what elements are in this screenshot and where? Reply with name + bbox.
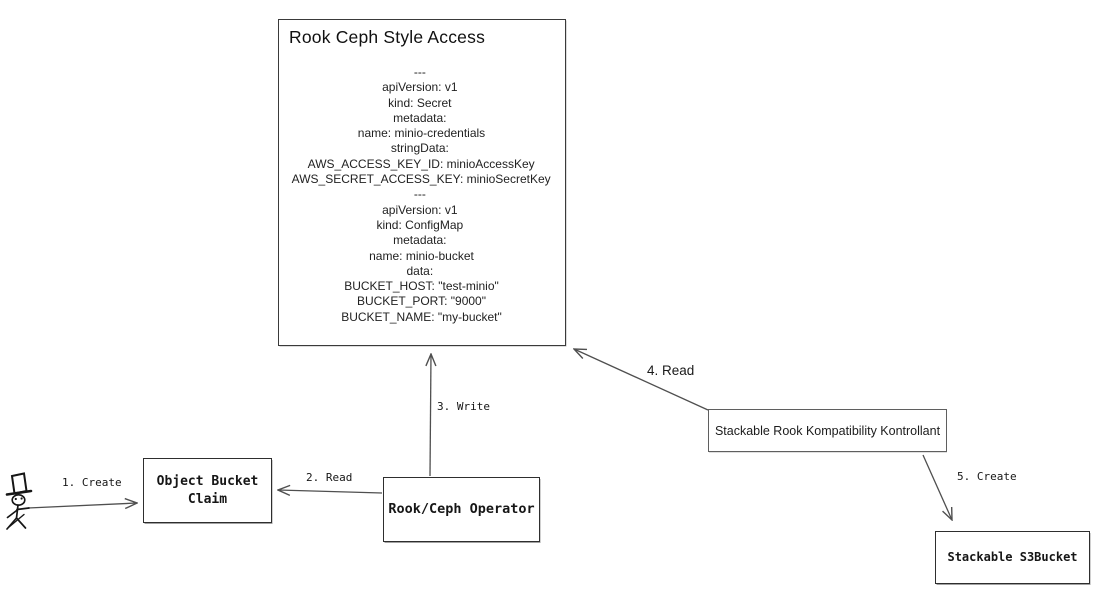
- edge-label-1-create: 1. Create: [62, 476, 122, 489]
- node-object-bucket-claim: Object Bucket Claim: [143, 458, 272, 523]
- arrow-3-write: [430, 354, 431, 477]
- arrow-4-read: [574, 349, 709, 411]
- yaml-manifest-text: --- apiVersion: v1 kind: Secret metadata…: [291, 65, 551, 324]
- node-stackable-rook-kompatibility-kontrollant: Stackable Rook Kompatibility Kontrollant: [708, 409, 947, 452]
- edge-label-3-write: 3. Write: [437, 400, 490, 413]
- user-stick-figure-icon: [5, 472, 33, 530]
- node-kontrollant-label: Stackable Rook Kompatibility Kontrollant: [714, 423, 941, 438]
- edge-label-5-create: 5. Create: [957, 470, 1017, 483]
- node-object-bucket-claim-label: Object Bucket Claim: [156, 473, 259, 507]
- main-box-title: Rook Ceph Style Access: [289, 27, 486, 47]
- node-rook-ceph-style-access: Rook Ceph Style Access --- apiVersion: v…: [278, 19, 566, 346]
- edge-label-4-read: 4. Read: [647, 363, 695, 378]
- arrow-5-create: [922, 454, 952, 520]
- edge-label-2-read: 2. Read: [306, 471, 353, 484]
- node-stackable-s3bucket: Stackable S3Bucket: [935, 531, 1090, 584]
- node-rook-ceph-operator-label: Rook/Ceph Operator: [388, 501, 535, 518]
- node-rook-ceph-operator: Rook/Ceph Operator: [383, 477, 540, 542]
- node-s3bucket-label: Stackable S3Bucket: [947, 550, 1078, 565]
- arrow-1-create: [27, 503, 137, 508]
- arrow-2-read: [278, 490, 383, 493]
